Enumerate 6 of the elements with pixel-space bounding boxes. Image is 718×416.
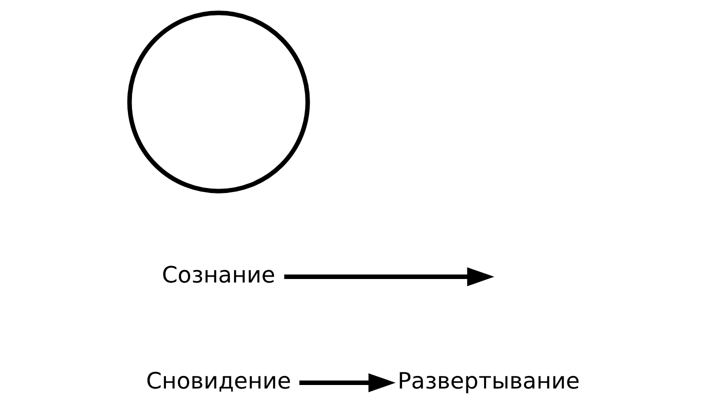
node-text: Сновидение <box>146 368 292 394</box>
node-text: Сознание <box>162 262 276 288</box>
node-text: Развертывание <box>398 368 580 394</box>
arrow <box>284 267 494 286</box>
node-circle <box>127 10 310 194</box>
arrow <box>299 373 396 392</box>
